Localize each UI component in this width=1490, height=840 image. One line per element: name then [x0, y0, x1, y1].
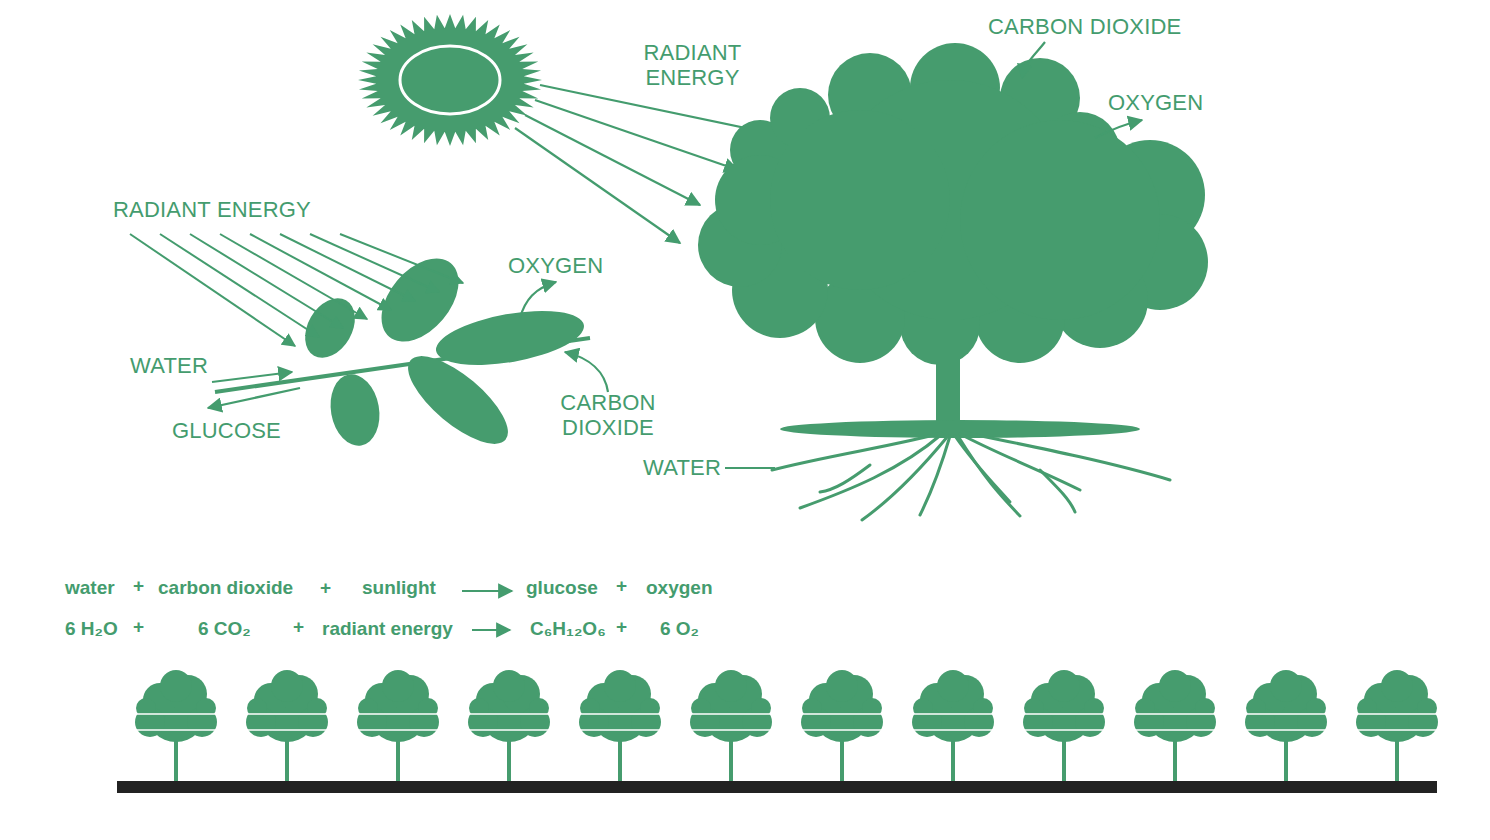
ray — [220, 234, 367, 319]
equation-term: glucose — [526, 577, 598, 599]
diagram-label: OXYGEN — [508, 253, 603, 278]
small-tree — [1356, 670, 1438, 781]
equation-term: + — [320, 577, 331, 599]
ray — [190, 234, 343, 328]
equation-term: + — [133, 575, 144, 597]
diagram-label: RADIANT ENERGY — [113, 197, 311, 222]
roots — [772, 432, 1170, 520]
sun — [358, 14, 542, 146]
equation-term: + — [616, 575, 627, 597]
ground-bar — [117, 781, 1437, 793]
diagram-label: WATER — [130, 353, 208, 378]
diagram-label: RADIANT ENERGY — [630, 40, 755, 91]
sun-ring — [400, 46, 500, 114]
equation-term: oxygen — [646, 577, 713, 599]
small-tree — [579, 670, 661, 781]
big-tree — [698, 43, 1208, 438]
ray — [130, 234, 295, 346]
water-leader — [725, 467, 775, 469]
small-tree — [912, 670, 994, 781]
small-tree — [1245, 670, 1327, 781]
equation-term: sunlight — [362, 577, 436, 599]
equation-term: C₆H₁₂O₆ — [530, 618, 606, 640]
ray — [340, 234, 463, 283]
ray — [160, 234, 319, 337]
equation-term: water — [65, 577, 115, 599]
sun-body — [358, 14, 542, 146]
small-tree — [135, 670, 217, 781]
diagram-label: GLUCOSE — [172, 418, 281, 443]
small-tree — [1023, 670, 1105, 781]
ray — [310, 234, 439, 292]
diagram-label: OXYGEN — [1108, 90, 1203, 115]
equation-term: + — [616, 616, 627, 638]
small-tree — [357, 670, 439, 781]
diagram-label: CARBON DIOXIDE — [548, 390, 668, 441]
equation-term: 6 O₂ — [660, 618, 699, 640]
small-tree — [801, 670, 883, 781]
small-tree — [1134, 670, 1216, 781]
tree-row — [135, 670, 1438, 781]
equation-term: + — [293, 616, 304, 638]
equation-term: radiant energy — [322, 618, 453, 640]
equation-term: + — [133, 616, 144, 638]
plant-rays — [130, 234, 463, 346]
small-tree — [246, 670, 328, 781]
small-tree — [690, 670, 772, 781]
equation-term: 6 CO₂ — [198, 618, 251, 640]
diagram-label: WATER — [643, 455, 721, 480]
small-tree — [468, 670, 550, 781]
diagram-label: CARBON DIOXIDE — [988, 14, 1182, 39]
ray — [280, 234, 415, 301]
equation-term: carbon dioxide — [158, 577, 293, 599]
equation-term: 6 H₂O — [65, 618, 118, 640]
